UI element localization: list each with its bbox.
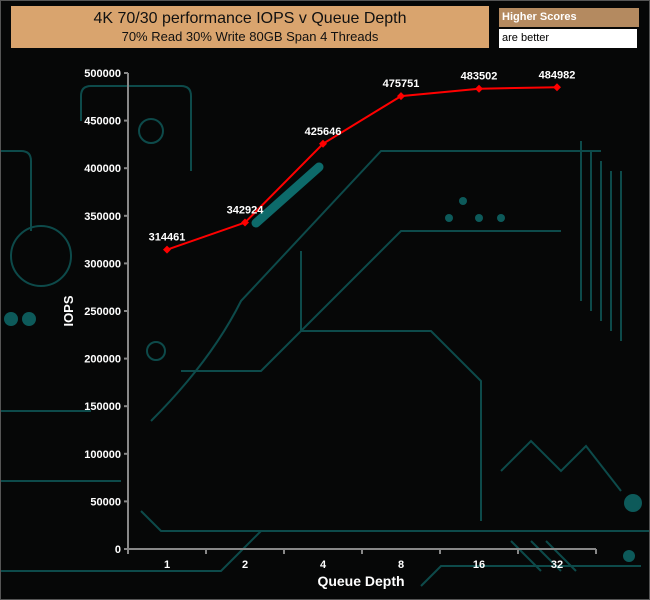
x-tick-label: 16	[473, 559, 485, 571]
x-axis-label: Queue Depth	[317, 573, 404, 589]
data-point	[163, 245, 171, 254]
x-tick-label: 2	[242, 559, 248, 571]
y-tick-label: 100000	[84, 449, 121, 461]
chart-title: 4K 70/30 performance IOPS v Queue Depth	[93, 10, 407, 27]
data-label: 342924	[227, 205, 265, 217]
y-tick-label: 50000	[90, 496, 121, 508]
data-point	[319, 139, 327, 148]
y-tick-label: 500000	[84, 68, 121, 80]
y-tick-label: 400000	[84, 163, 121, 175]
y-tick-label: 200000	[84, 354, 121, 366]
series-line	[166, 86, 558, 251]
y-tick-label: 150000	[84, 401, 121, 413]
y-tick-label: 350000	[84, 211, 121, 223]
x-tick-label: 4	[320, 559, 327, 571]
chart-subtitle: 70% Read 30% Write 80GB Span 4 Threads	[121, 29, 379, 44]
legend-are-better: are better	[499, 29, 637, 48]
y-tick-label: 450000	[84, 116, 121, 128]
data-label: 475751	[383, 78, 420, 90]
data-label: 425646	[305, 126, 342, 138]
y-tick-label: 300000	[84, 258, 121, 270]
data-point	[397, 92, 405, 101]
y-tick-label: 0	[115, 544, 121, 556]
data-label: 483502	[461, 71, 498, 83]
legend-higher-scores: Higher Scores	[499, 8, 639, 27]
x-tick-label: 8	[398, 559, 404, 571]
data-point	[553, 83, 561, 92]
data-label: 314461	[149, 232, 186, 244]
y-axis-label: IOPS	[61, 295, 76, 326]
data-point	[475, 84, 483, 93]
chart-title-box: 4K 70/30 performance IOPS v Queue Depth …	[11, 6, 489, 48]
data-point	[241, 218, 249, 227]
data-label: 484982	[539, 69, 576, 81]
x-tick-label: 1	[164, 559, 170, 571]
y-tick-label: 250000	[84, 306, 121, 318]
x-tick-label: 32	[551, 559, 563, 571]
